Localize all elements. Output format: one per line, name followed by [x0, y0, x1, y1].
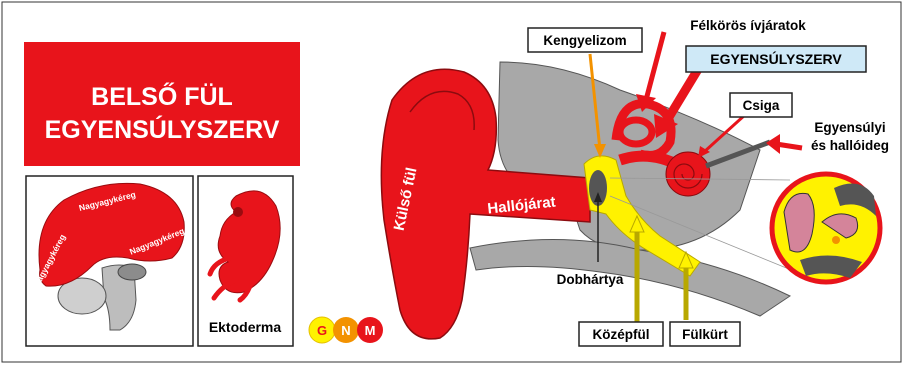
cochlea-label: Csiga	[743, 98, 780, 113]
semicircular-label: Félkörös ívjáratok	[690, 18, 806, 33]
embryo-panel: Ektoderma	[198, 176, 293, 346]
logo-letter-m: M	[365, 323, 376, 338]
balance-label: EGYENSÚLYSZERV	[710, 50, 842, 67]
title-line2: EGYENSÚLYSZERV	[45, 114, 280, 144]
gnm-logo: G N M	[309, 317, 383, 343]
zoom-muscle-dot	[832, 236, 840, 244]
cochlea-shape	[666, 152, 710, 196]
title-box: BELSŐ FÜL EGYENSÚLYSZERV	[24, 42, 300, 166]
midbrain-shape	[118, 264, 146, 280]
nerve-label-line1: Egyensúlyi	[814, 120, 885, 135]
logo-letter-g: G	[317, 323, 327, 338]
middle-ear-label: Középfül	[593, 327, 650, 342]
title-line1: BELSŐ FÜL	[91, 82, 233, 111]
logo-letter-n: N	[341, 323, 350, 338]
stapedius-label: Kengyelizom	[543, 33, 626, 48]
embryo-eye	[233, 207, 243, 217]
embryo-label: Ektoderma	[209, 319, 282, 335]
eardrum-label: Dobhártya	[557, 272, 624, 287]
nerve-label-line2: és hallóideg	[811, 138, 889, 153]
eustachian-label: Fülkürt	[682, 327, 728, 342]
brain-panel: Nagyagykéreg Nagyagykéreg Nagyagykéreg	[26, 176, 193, 346]
